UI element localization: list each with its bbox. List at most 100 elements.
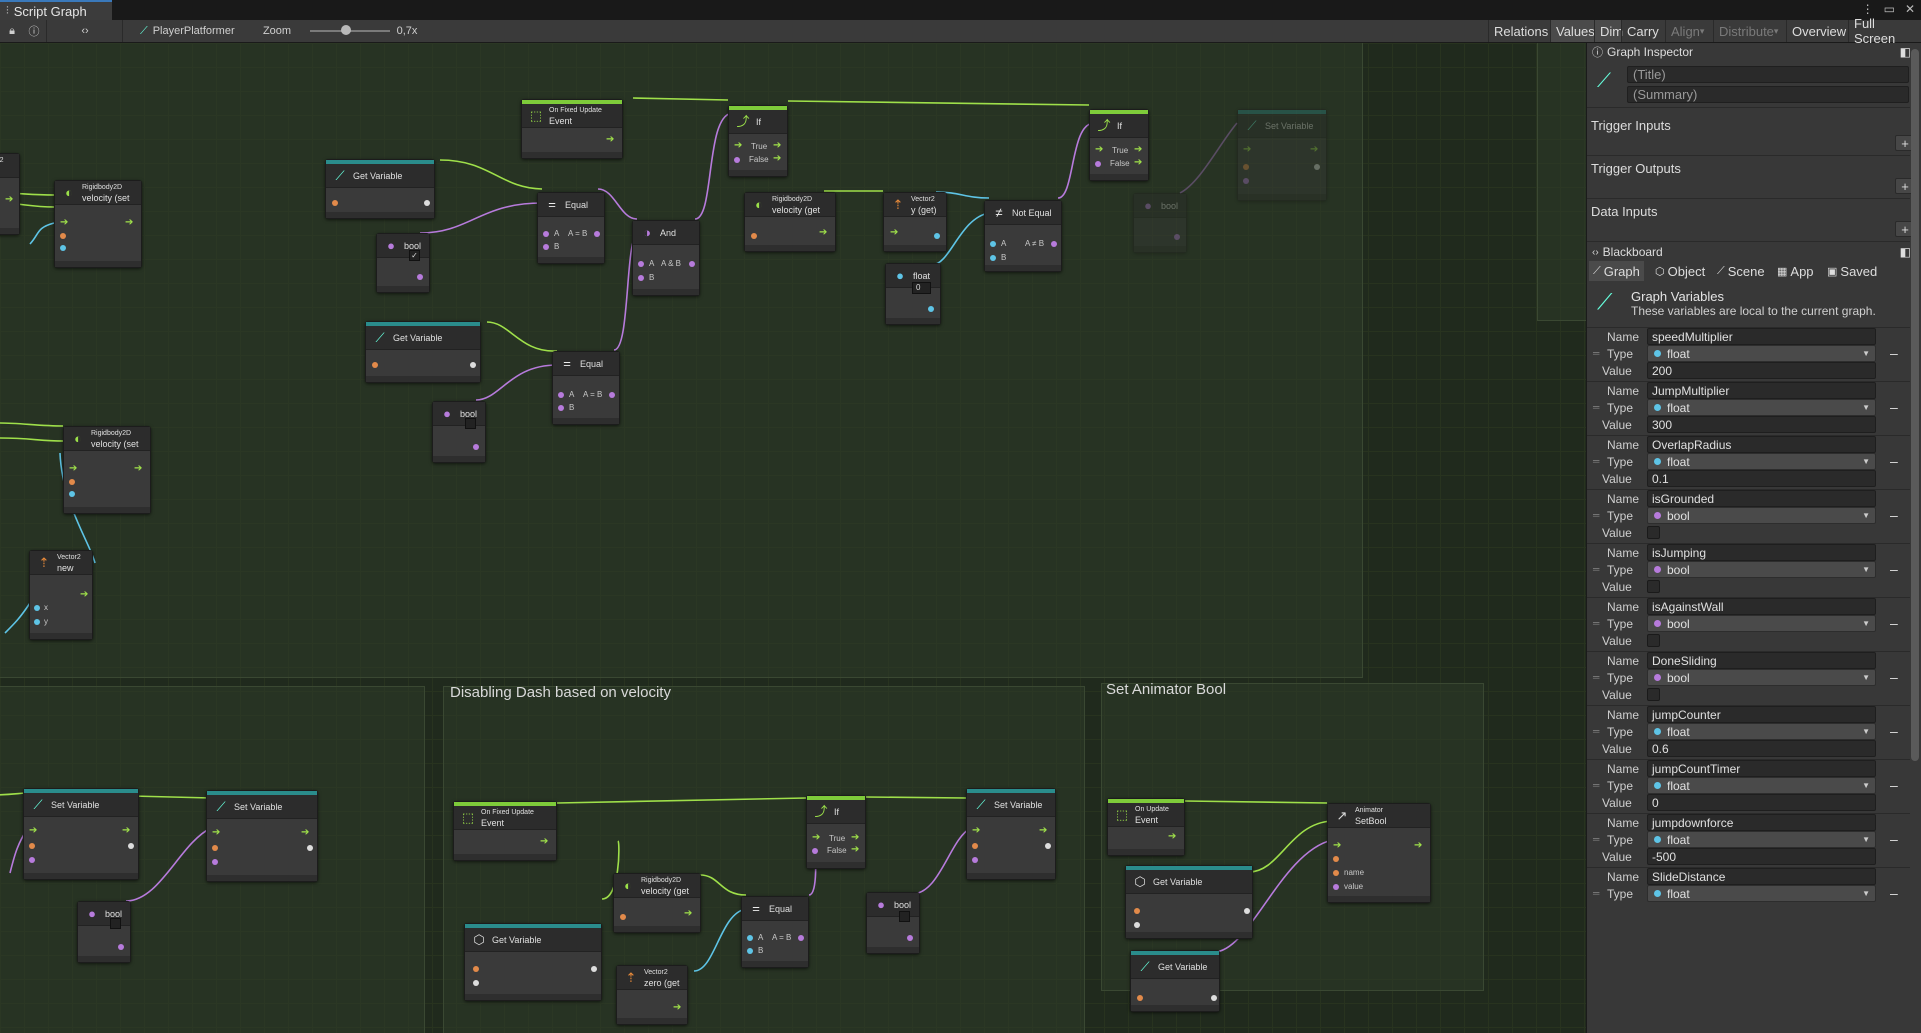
variable-name-field[interactable]: SlideDistance [1647,868,1876,885]
drag-handle-icon[interactable]: ═ [1593,888,1600,898]
port-dot[interactable] [424,200,430,206]
flow-port-icon[interactable]: ➔ [1168,831,1177,842]
tab-object[interactable]: ⬡Object [1651,261,1709,281]
value-checkbox[interactable] [899,911,910,922]
port-dot[interactable] [934,233,940,239]
variable-value-field[interactable]: -500 [1647,848,1876,865]
flow-port-icon[interactable]: ➔ [1134,144,1143,155]
variable-name-field[interactable]: speedMultiplier [1647,328,1876,345]
lock-icon[interactable]: 🔒︎ [9,24,15,37]
node-get-variable-5[interactable]: ⟋Get Variable [1130,950,1220,1012]
port-dot[interactable] [1314,164,1320,170]
tab-script-graph[interactable]: ⫶ Script Graph [0,0,112,20]
variable-type-dropdown[interactable]: bool▼ [1647,615,1876,632]
flow-port-icon[interactable]: ➔ [890,227,899,238]
toolbar-values-button[interactable]: Values [1550,20,1595,42]
drag-handle-icon[interactable]: ═ [1593,672,1600,682]
remove-variable-button[interactable]: – [1890,453,1898,469]
port-dot[interactable] [1244,908,1250,914]
remove-variable-button[interactable]: – [1890,615,1898,631]
variable-value-field[interactable]: 200 [1647,362,1876,379]
port-dot[interactable] [118,944,124,950]
node-get-variable-2[interactable]: ⟋Get Variable [365,321,481,383]
toolbar-relations-button[interactable]: Relations [1488,20,1550,42]
port-dot[interactable] [473,980,479,986]
toolbar-distribute-button[interactable]: Distribute ▾ [1713,20,1786,42]
variable-name-field[interactable]: DoneSliding [1647,652,1876,669]
port-dot[interactable] [990,241,996,247]
remove-variable-button[interactable]: – [1890,507,1898,523]
port-dot[interactable] [543,231,549,237]
info-icon[interactable]: ⓘ [28,26,40,38]
node-get-variable-4[interactable]: ⬡Get Variable [1125,865,1253,939]
port-dot[interactable] [751,233,757,239]
port-dot[interactable] [609,392,615,398]
port-dot[interactable] [594,231,600,237]
drag-handle-icon[interactable]: ═ [1593,564,1600,574]
variable-value-field[interactable]: 0 [1647,794,1876,811]
drag-handle-icon[interactable]: ═ [1593,402,1600,412]
flow-port-icon[interactable]: ➔ [301,827,310,838]
flow-port-icon[interactable]: ➔ [1134,157,1143,168]
flow-port-icon[interactable]: ➔ [69,463,78,474]
code-toggle-icon[interactable]: ‹› [81,25,89,37]
flow-port-icon[interactable]: ➔ [540,836,549,847]
tab-app[interactable]: ▦App [1773,261,1818,281]
node-bool-dim[interactable]: ●bool [1133,193,1187,253]
variable-name-field[interactable]: isGrounded [1647,490,1876,507]
flow-port-icon[interactable]: ➔ [1039,825,1048,836]
flow-port-icon[interactable]: ➔ [1414,840,1423,851]
port-dot[interactable] [34,619,40,625]
port-dot[interactable] [907,935,913,941]
variable-name-field[interactable]: isAgainstWall [1647,598,1876,615]
port-dot[interactable] [473,966,479,972]
flow-port-icon[interactable]: ➔ [851,832,860,843]
remove-variable-button[interactable]: – [1890,561,1898,577]
port-dot[interactable] [1045,843,1051,849]
port-dot[interactable] [212,845,218,851]
port-dot[interactable] [689,261,695,267]
port-dot[interactable] [34,605,40,611]
port-dot[interactable] [812,848,818,854]
node-vector2-left[interactable]: ⇡ctor2w➔ [0,153,20,235]
variable-value-field[interactable]: 0.1 [1647,470,1876,487]
dock-icon[interactable]: ◧ [1899,245,1911,259]
value-checkbox[interactable] [1647,580,1660,593]
graph-canvas[interactable]: Disabling Dash based on velocity Set Ani… [0,43,1586,1033]
dock-icon[interactable]: ◧ [1899,45,1911,59]
value-checkbox[interactable] [1647,526,1660,539]
variable-type-dropdown[interactable]: float▼ [1647,723,1876,740]
toolbar-dim-button[interactable]: Dim [1594,20,1623,42]
variable-name-field[interactable]: jumpCountTimer [1647,760,1876,777]
menu-dots-icon[interactable]: ⋮ [1861,2,1874,16]
variable-type-dropdown[interactable]: float▼ [1647,831,1876,848]
flow-port-icon[interactable]: ➔ [5,194,14,205]
flow-port-icon[interactable]: ➔ [1243,144,1252,155]
flow-port-icon[interactable]: ➔ [851,844,860,855]
drag-handle-icon[interactable]: ═ [1593,834,1600,844]
value-field[interactable]: 0 [912,282,931,294]
port-dot[interactable] [69,491,75,497]
flow-port-icon[interactable]: ➔ [1310,144,1319,155]
port-dot[interactable] [470,362,476,368]
tab-saved[interactable]: ▣Saved [1823,261,1881,281]
flow-port-icon[interactable]: ➔ [734,140,743,151]
variable-type-dropdown[interactable]: bool▼ [1647,507,1876,524]
remove-variable-button[interactable]: – [1890,345,1898,361]
node-if-2[interactable]: ⤴If➔True➔False➔ [1089,109,1149,181]
port-dot[interactable] [1333,856,1339,862]
port-dot[interactable] [1243,178,1249,184]
variable-name-field[interactable]: isJumping [1647,544,1876,561]
flow-port-icon[interactable]: ➔ [134,463,143,474]
flow-port-icon[interactable]: ➔ [80,589,89,600]
drag-handle-icon[interactable]: ═ [1593,456,1600,466]
node-set-variable-1[interactable]: ⟋Set Variable➔➔ [23,788,139,880]
variable-type-dropdown[interactable]: bool▼ [1647,561,1876,578]
add-data-input-button[interactable]: + [1895,221,1915,237]
